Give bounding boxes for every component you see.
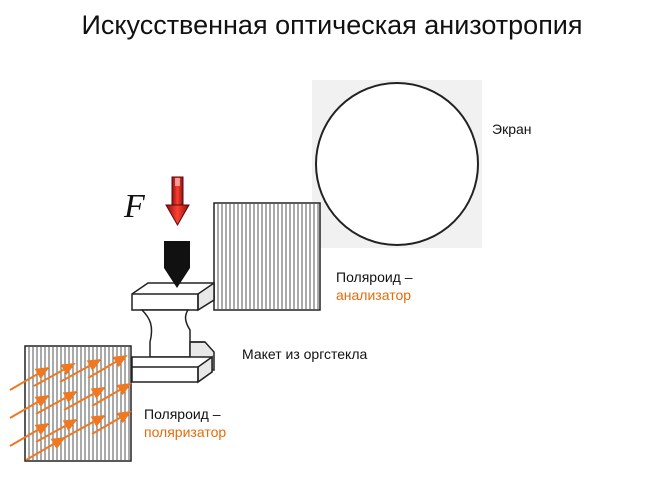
plexiglass-model — [131, 281, 215, 384]
screen-label: Экран — [492, 121, 532, 137]
force-label: F — [124, 188, 145, 225]
press-tip-icon — [164, 241, 190, 288]
analyzer-polaroid — [213, 202, 321, 311]
light-ray-arrow — [91, 410, 132, 435]
light-ray-arrow — [25, 436, 66, 461]
polarizer-label-line2: поляризатор — [144, 424, 227, 440]
polarizer-label-line1: Поляроид – — [144, 406, 221, 422]
analyzer-label-line1: Поляроид – — [336, 269, 413, 285]
light-ray-arrow — [91, 382, 132, 407]
light-ray-arrow — [63, 387, 106, 411]
analyzer-label-line2: анализатор — [336, 287, 412, 303]
page-title: Искусственная оптическая анизотропия — [81, 10, 583, 40]
light-ray-arrows — [9, 354, 132, 461]
screen-disk — [312, 80, 482, 248]
light-ray-arrow — [59, 359, 102, 383]
light-ray-arrow — [9, 366, 50, 391]
analyzer-label: Поляроид – анализатор — [336, 268, 413, 304]
polarizer-label: Поляроид – поляризатор — [144, 405, 226, 441]
light-ray-arrow — [33, 363, 76, 387]
light-ray-arrow — [87, 354, 128, 379]
light-ray-arrow — [9, 394, 50, 419]
light-ray-arrow — [63, 415, 106, 439]
light-ray-arrow — [9, 422, 50, 447]
light-ray-arrow — [35, 419, 78, 443]
down-arrow-icon — [165, 176, 190, 227]
model-label: Макет из оргстекла — [242, 346, 368, 362]
light-ray-arrow — [35, 391, 78, 415]
